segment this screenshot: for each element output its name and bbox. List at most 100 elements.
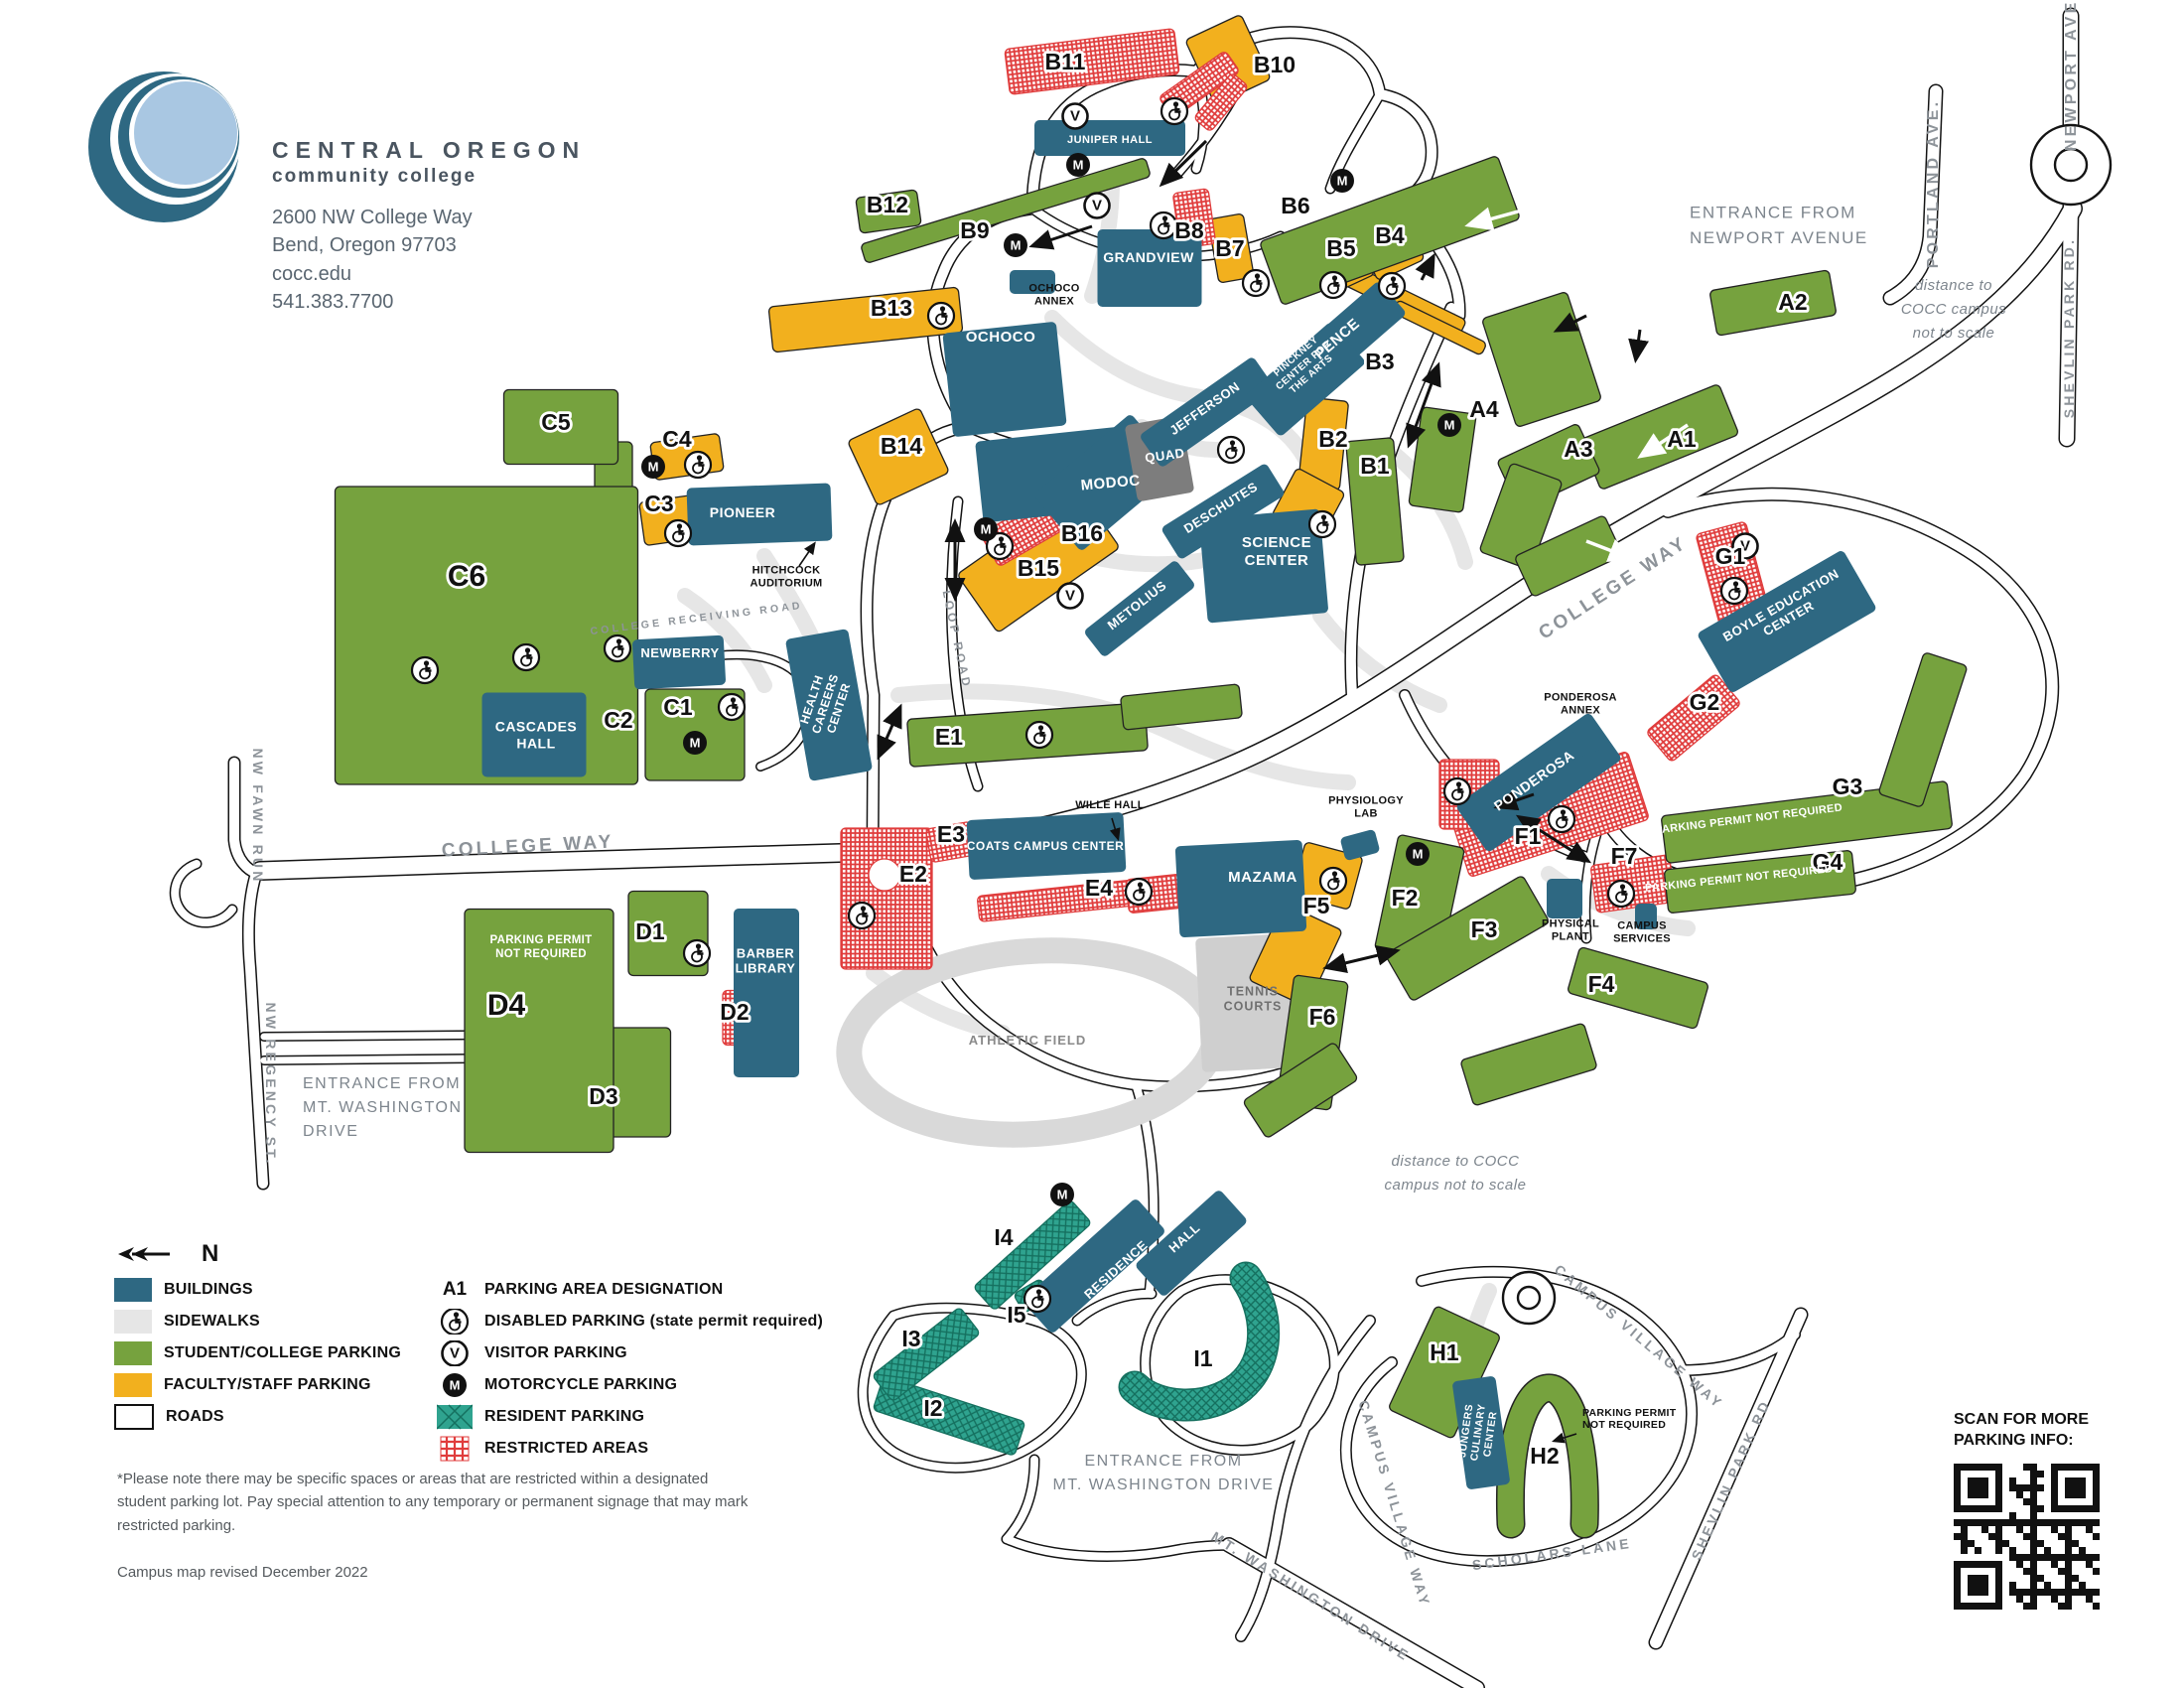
parking-area-F4 bbox=[1460, 1023, 1597, 1106]
building-pinckney-center bbox=[1246, 323, 1365, 436]
sidewalk bbox=[1312, 608, 1447, 713]
disabled-icon bbox=[440, 1308, 470, 1335]
building-label-juniper-hall: JUNIPER HALL bbox=[1067, 134, 1153, 146]
visitor-icon bbox=[441, 1339, 469, 1366]
address-line: 2600 NW College Way bbox=[272, 207, 473, 228]
address-line: cocc.edu bbox=[272, 262, 352, 285]
building-label-grandview: GRANDVIEW bbox=[1103, 249, 1194, 265]
building-metolius bbox=[1085, 561, 1194, 656]
parking-label-B3: B3 bbox=[1365, 349, 1394, 374]
footnote: *Please note there may be specific space… bbox=[117, 1471, 749, 1534]
disabled-parking-icon bbox=[410, 655, 440, 685]
map-small-label: WILLE HALL bbox=[1075, 799, 1145, 811]
building-label-mazama: MAZAMA bbox=[1228, 869, 1297, 886]
legend-label: PARKING AREA DESIGNATION bbox=[483, 1280, 724, 1298]
legend-label: RESTRICTED AREAS bbox=[483, 1439, 649, 1457]
building-deschutes bbox=[1161, 464, 1285, 559]
parking-label-H1: H1 bbox=[1430, 1339, 1459, 1365]
direction-arrow bbox=[1406, 361, 1441, 449]
direction-arrow bbox=[1159, 139, 1208, 188]
building-jefferson bbox=[1141, 357, 1274, 467]
direction-arrow bbox=[877, 703, 902, 761]
building-ochoco-annex bbox=[1010, 270, 1055, 294]
road bbox=[243, 869, 268, 1189]
building-science-center bbox=[1199, 508, 1328, 624]
legend-item-faculty: FACULTY/STAFF PARKING bbox=[114, 1372, 401, 1397]
direction-arrow bbox=[1628, 329, 1649, 363]
parking-label-B11: B11 bbox=[1045, 49, 1086, 74]
qr-code bbox=[1954, 1463, 2142, 1615]
parking-label-F2: F2 bbox=[1392, 885, 1419, 911]
street-label: PORTLAND AVE. bbox=[1925, 99, 1942, 269]
parking-area-E1 bbox=[1120, 683, 1243, 731]
legend-label: VISITOR PARKING bbox=[483, 1343, 627, 1361]
building-boyle-education-center bbox=[1698, 551, 1876, 692]
parking-label-B14: B14 bbox=[881, 433, 922, 459]
parking-area-F4 bbox=[1568, 946, 1708, 1030]
parking-area-I4 bbox=[974, 1200, 1091, 1310]
parking-designation-sample: A1 bbox=[442, 1278, 468, 1300]
motorcycle-icon bbox=[442, 1372, 467, 1397]
parking-label-B2: B2 bbox=[1318, 426, 1347, 452]
building-residence-hall-west bbox=[1024, 1199, 1164, 1333]
address-line: Bend, Oregon 97703 bbox=[272, 234, 457, 257]
disabled-parking-icon bbox=[1318, 270, 1348, 300]
roads-swatch bbox=[114, 1403, 154, 1430]
road bbox=[1650, 1309, 1807, 1648]
road bbox=[1884, 85, 1942, 304]
parking-area-B12 bbox=[855, 189, 922, 234]
disabled-parking-icon bbox=[682, 938, 712, 968]
building-grandview bbox=[1097, 229, 1202, 307]
flow-arrow bbox=[1585, 539, 1637, 562]
disabled-parking-icon bbox=[1216, 435, 1246, 465]
parking-label-I1: I1 bbox=[1193, 1345, 1212, 1371]
parking-area-A3 bbox=[1515, 515, 1622, 597]
street-label: SHEVLIN PARK RD. bbox=[2061, 237, 2077, 418]
disabled-parking-icon bbox=[1241, 268, 1271, 298]
parking-label-B7: B7 bbox=[1215, 235, 1244, 261]
parking-area-G2 bbox=[1647, 674, 1740, 762]
motorcycle-parking-icon bbox=[641, 455, 665, 479]
leader-line bbox=[798, 541, 816, 567]
motorcycle-parking-icon bbox=[1406, 842, 1430, 866]
road bbox=[1073, 1289, 1156, 1325]
disabled-parking-icon bbox=[663, 518, 693, 548]
visitor-parking-icon bbox=[1061, 102, 1089, 130]
direction-arrow bbox=[1415, 252, 1435, 281]
flow-arrow bbox=[1637, 423, 1689, 459]
disabled-parking-icon bbox=[1124, 877, 1154, 907]
street-label: NEWPORT AVE. bbox=[2063, 0, 2080, 151]
parking-area-I2 bbox=[873, 1376, 1025, 1456]
parking-area-I3 bbox=[873, 1308, 980, 1401]
cocc-logo-icon bbox=[69, 50, 258, 317]
student-swatch bbox=[114, 1340, 152, 1365]
street-label: NW FAWN RUN bbox=[250, 748, 266, 884]
building-label-quad: QUAD bbox=[1144, 445, 1185, 465]
parking-label-F4: F4 bbox=[1588, 971, 1615, 997]
motorcycle-parking-icon bbox=[1330, 169, 1354, 193]
parking-area-B9 bbox=[861, 158, 1151, 263]
header: CENTRAL OREGON community college 2600 NW… bbox=[69, 50, 586, 317]
parking-label-E3: E3 bbox=[937, 821, 965, 847]
parking-label-G4: G4 bbox=[1813, 849, 1843, 875]
parking-label-D1: D1 bbox=[635, 918, 665, 944]
legend-label: MOTORCYCLE PARKING bbox=[483, 1375, 678, 1393]
parking-label-H2: H2 bbox=[1530, 1443, 1559, 1469]
parking-label-C3: C3 bbox=[644, 491, 673, 516]
legend-item-buildings: BUILDINGS bbox=[114, 1277, 401, 1302]
legend-item-visitor: VISITOR PARKING bbox=[437, 1339, 823, 1366]
north-arrow-icon bbox=[118, 1247, 170, 1261]
disabled-parking-icon bbox=[1024, 720, 1054, 750]
road bbox=[2060, 198, 2078, 446]
road bbox=[859, 1304, 1086, 1473]
building-pioneer bbox=[686, 483, 833, 546]
parking-area-F3 bbox=[1386, 876, 1549, 1001]
brand-subname: community college bbox=[272, 166, 478, 187]
